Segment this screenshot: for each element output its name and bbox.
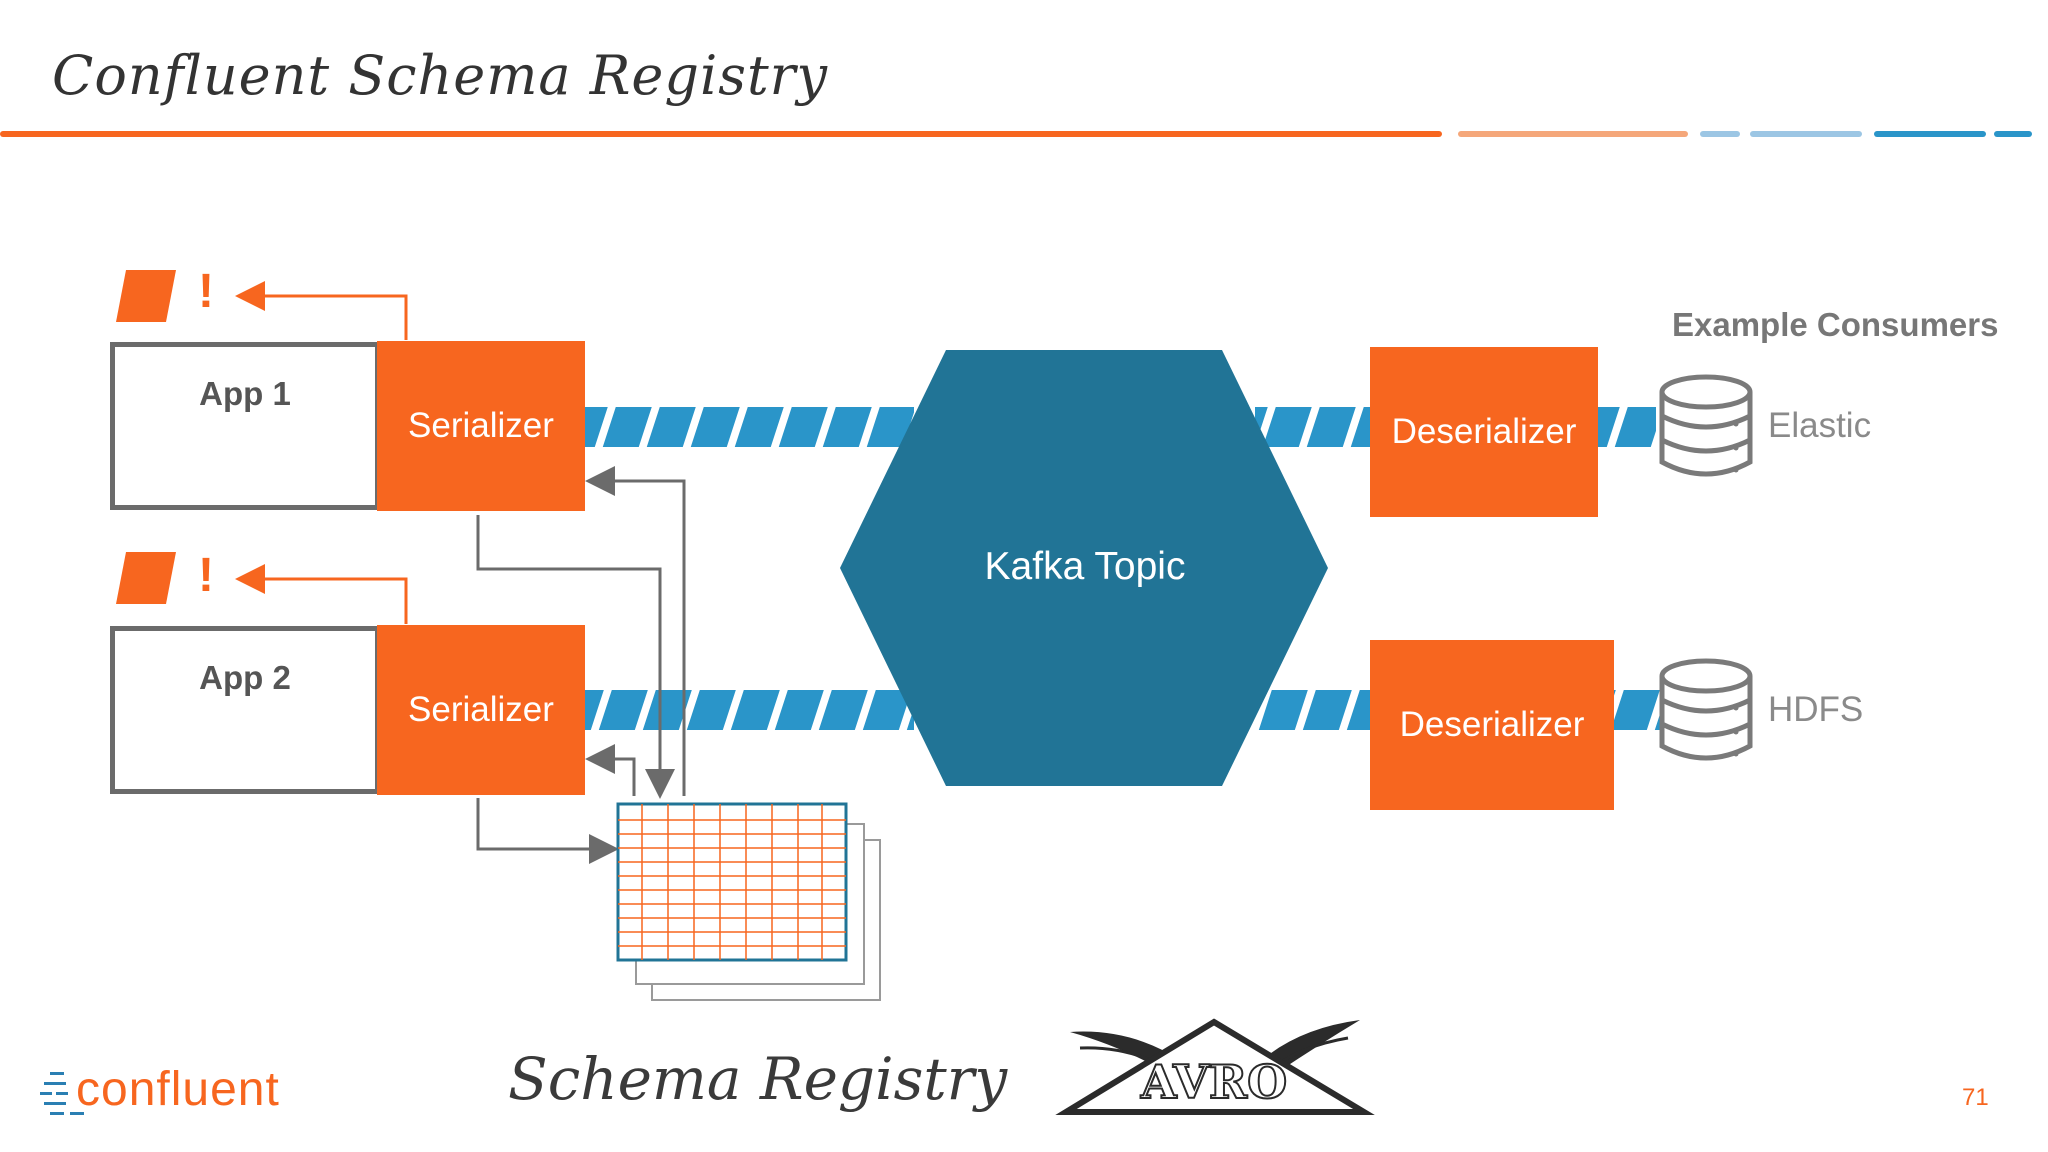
header-rule-light-orange xyxy=(1458,131,1688,137)
app-1-label: App 1 xyxy=(199,375,291,412)
stream-topic-to-deserializer-2 xyxy=(1255,690,1662,730)
consumer-elastic-label: Elastic xyxy=(1768,406,1872,445)
example-consumers-title: Example Consumers xyxy=(1672,306,1999,343)
header-rule-light-blue-1 xyxy=(1700,131,1740,137)
schema-registry-caption: Schema Registry xyxy=(508,1045,1008,1113)
header-rule-orange xyxy=(0,131,1442,137)
error-flag-app1 xyxy=(116,270,408,340)
database-icon-hdfs xyxy=(1659,658,1753,761)
schema-registry-sheets xyxy=(616,802,881,1001)
serializer-2: Serializer xyxy=(377,625,585,795)
header-rule-light-blue-2 xyxy=(1750,131,1862,137)
error-mark-app2: ! xyxy=(198,549,214,602)
stream-app2-to-topic xyxy=(584,690,914,730)
consumer-hdfs-label: HDFS xyxy=(1768,690,1864,729)
header-rule-blue-1 xyxy=(1874,131,1986,137)
schema-registry-connectors xyxy=(476,466,686,864)
kafka-topic-label: Kafka Topic xyxy=(984,545,1186,588)
app-2-label: App 2 xyxy=(199,659,291,696)
database-icon-elastic xyxy=(1659,374,1753,477)
confluent-logo-text: confluent xyxy=(76,1063,280,1116)
page-number: 71 xyxy=(1962,1084,1989,1111)
stream-app1-to-topic xyxy=(584,407,914,447)
confluent-logo-mark xyxy=(40,1072,84,1115)
app-1-box: App 1 xyxy=(110,342,380,510)
stream-topic-to-deserializer-1 xyxy=(1255,407,1656,447)
serializer-1: Serializer xyxy=(377,341,585,511)
deserializer-1: Deserializer xyxy=(1370,347,1598,517)
deserializer-2: Deserializer xyxy=(1370,640,1614,810)
kafka-topic-hexagon xyxy=(840,350,1328,786)
avro-logo: AVRO xyxy=(1055,1018,1375,1115)
header-rule-blue-2 xyxy=(1994,131,2032,137)
error-mark-app1: ! xyxy=(198,265,214,318)
error-flag-app2 xyxy=(116,552,408,624)
avro-logo-text: AVRO xyxy=(1140,1055,1287,1109)
slide-title: Confluent Schema Registry xyxy=(52,44,828,107)
app-2-box: App 2 xyxy=(110,626,380,794)
